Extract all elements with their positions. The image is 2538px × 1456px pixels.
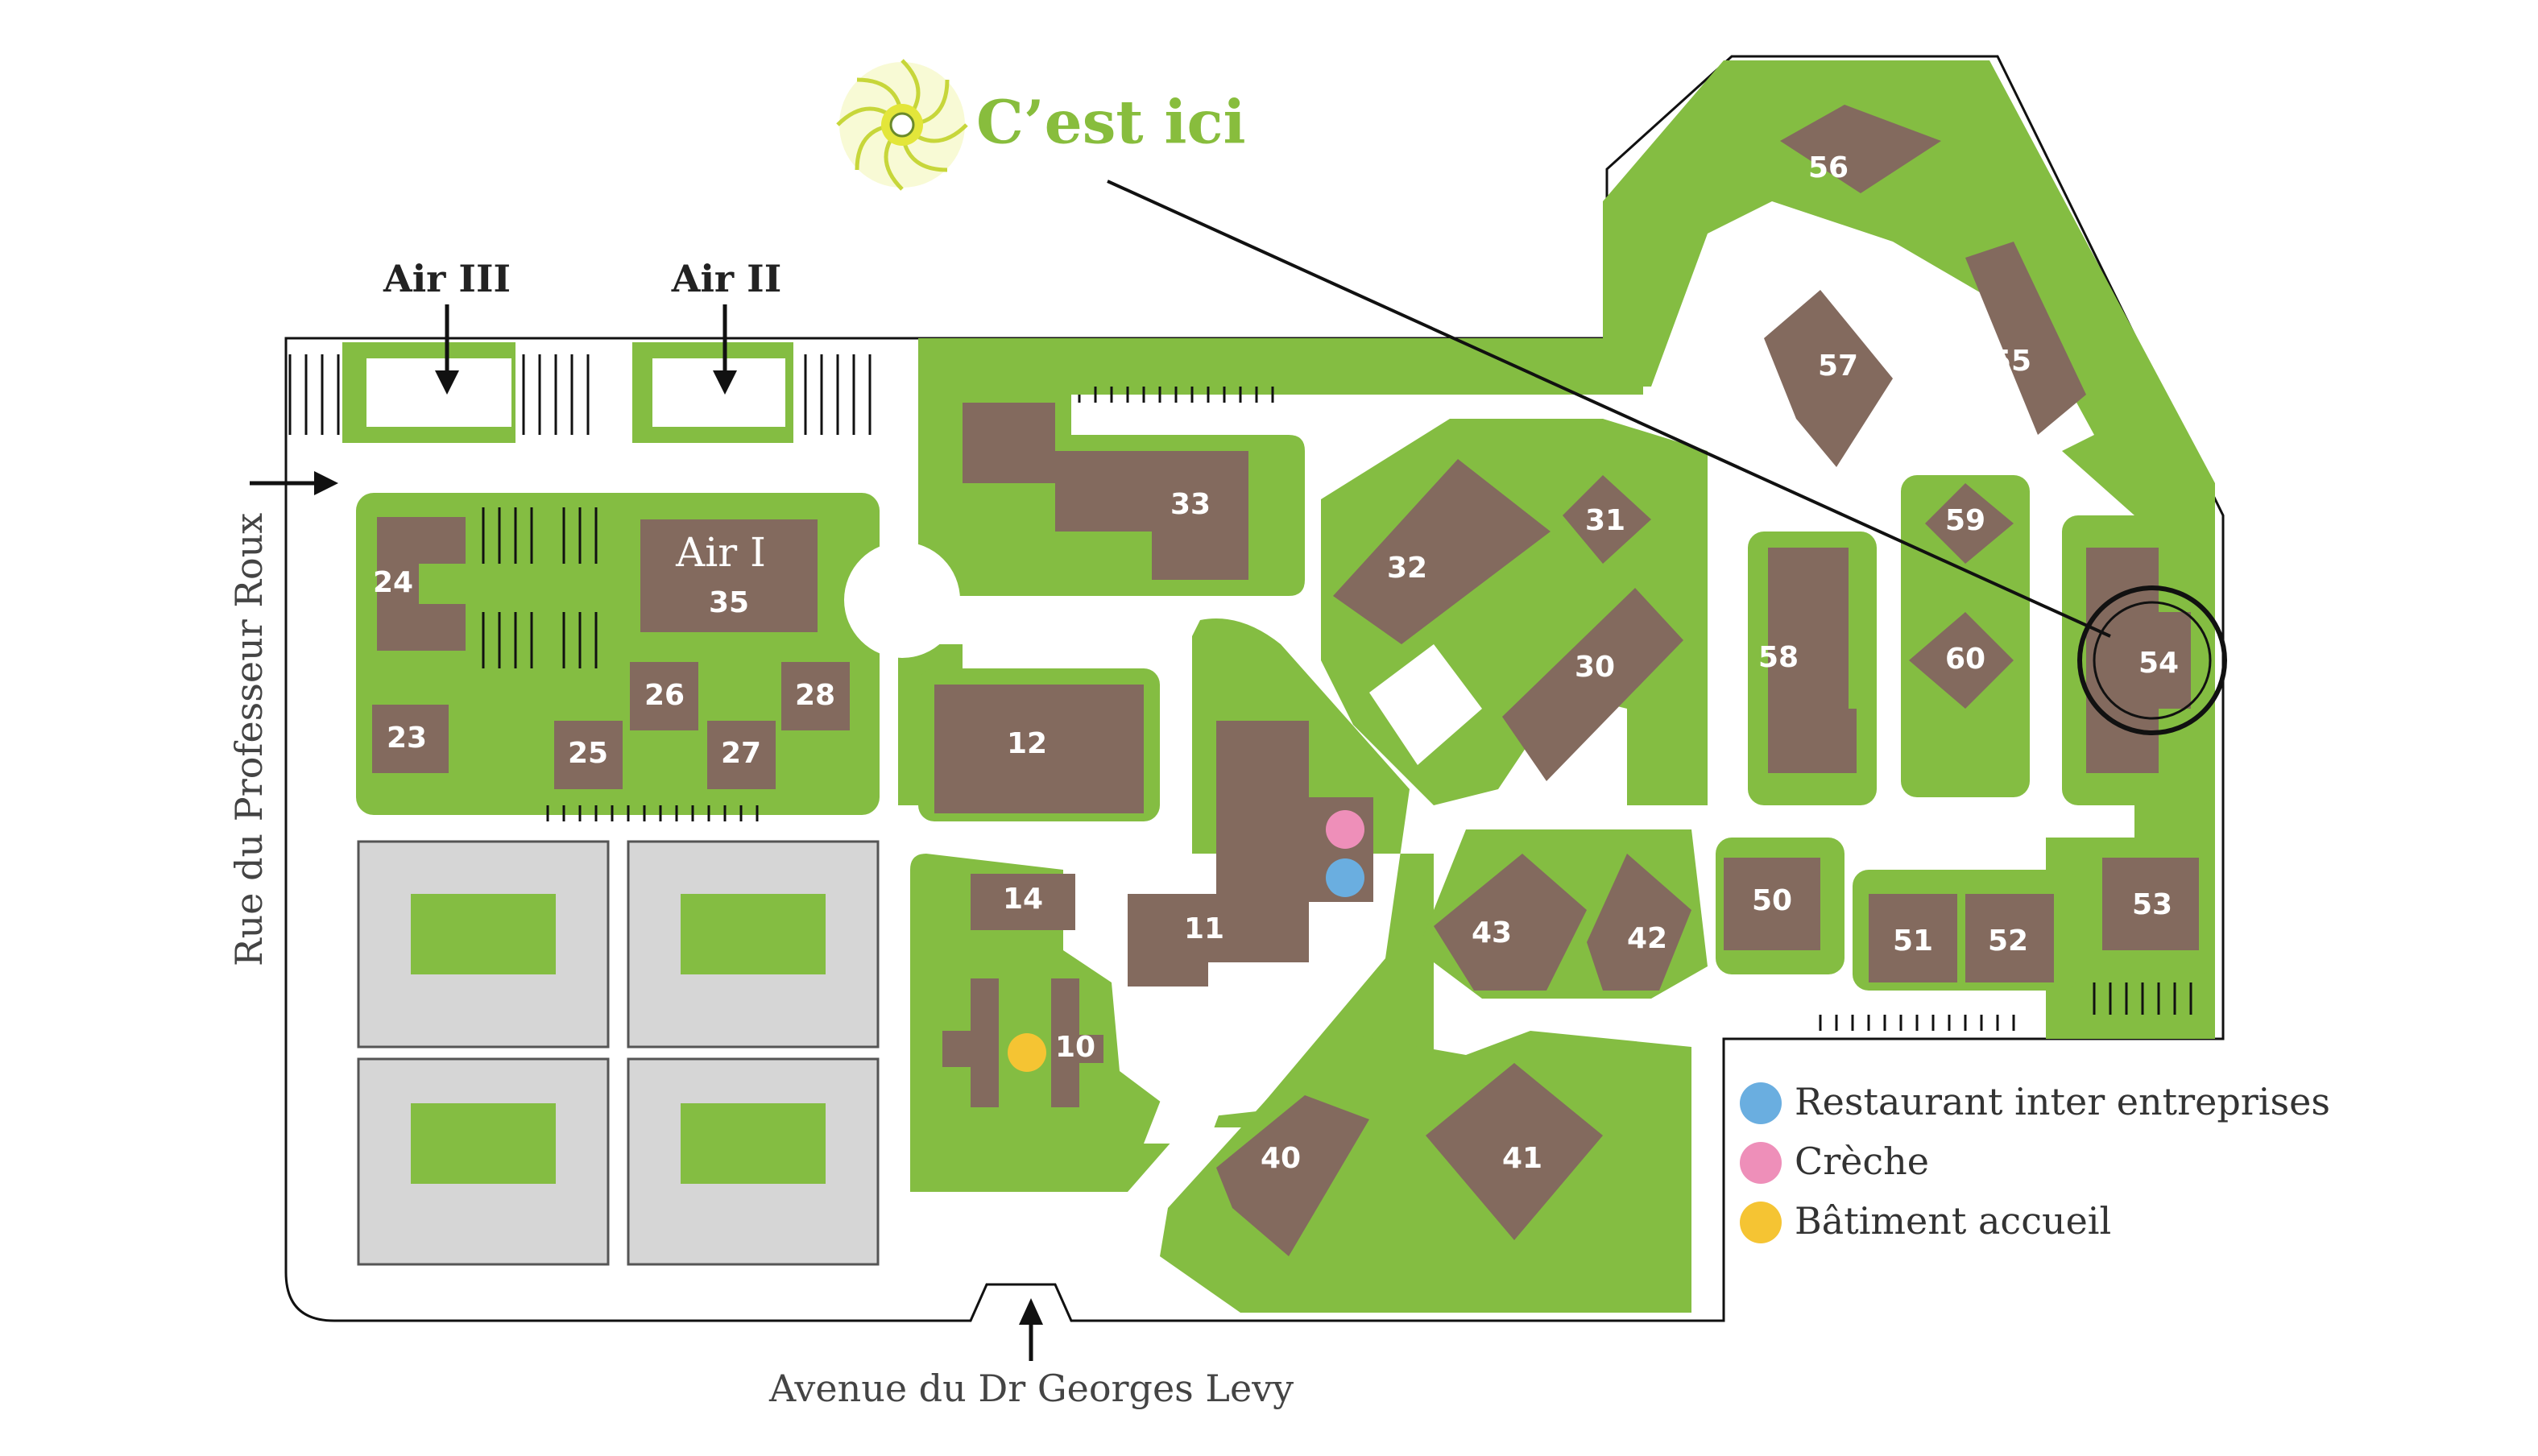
building-60 [1909, 612, 2014, 709]
label-12: 12 [1007, 727, 1047, 760]
building-24 [377, 517, 466, 651]
label-43: 43 [1472, 916, 1512, 949]
label-57: 57 [1818, 350, 1858, 383]
entrance-arrows [250, 471, 1043, 1361]
perimeter-road [284, 55, 2225, 1322]
label-42: 42 [1627, 922, 1667, 955]
air-buildings [366, 358, 785, 427]
building-31 [1563, 475, 1651, 564]
label-59: 59 [1945, 504, 1985, 537]
building-33 [963, 403, 1248, 580]
creche-marker [1326, 810, 1364, 849]
label-52: 52 [1988, 924, 2028, 958]
service-markers [1008, 810, 1364, 1072]
label-11: 11 [1184, 912, 1224, 945]
sun-swirl-logo [836, 59, 968, 191]
building-51 [1869, 894, 1957, 982]
building-27 [707, 721, 776, 789]
label-30: 30 [1575, 651, 1615, 684]
label-24: 24 [373, 566, 413, 599]
legend-restaurant-swatch [1740, 1082, 1782, 1124]
building-30 [1502, 588, 1683, 781]
building-32 [1333, 459, 1551, 644]
buildings [372, 105, 2199, 1256]
label-55: 55 [1991, 345, 2031, 378]
building-57 [1764, 290, 1893, 467]
label-54: 54 [2138, 647, 2179, 680]
label-35: 35 [709, 586, 749, 619]
building-11 [1128, 721, 1373, 987]
legend-accueil-label: Bâtiment accueil [1795, 1199, 2111, 1243]
label-10: 10 [1055, 1031, 1095, 1064]
building-59 [1925, 483, 2014, 564]
building-52 [1965, 894, 2054, 982]
green-zone-north [918, 338, 1643, 483]
legend-restaurant-label: Restaurant inter entreprises [1795, 1080, 2330, 1123]
label-25: 25 [568, 737, 608, 770]
label-33: 33 [1170, 488, 1211, 521]
label-60: 60 [1945, 643, 1985, 676]
label-23: 23 [387, 722, 427, 755]
building-40 [1216, 1095, 1369, 1256]
building-10 [942, 978, 1103, 1107]
label-28: 28 [795, 679, 835, 712]
building-50 [1724, 858, 1820, 950]
building-25 [554, 721, 623, 789]
label-51: 51 [1893, 924, 1933, 958]
street-bottom-label: Avenue du Dr Georges Levy [768, 1367, 1294, 1410]
arrow-down-icon [435, 304, 737, 395]
building-labels: 24 23 25 26 27 28 Air I 35 33 12 14 11 1… [373, 151, 2179, 1175]
label-41: 41 [1502, 1142, 1542, 1175]
label-56: 56 [1808, 151, 1849, 184]
legend: Restaurant inter entreprises Crèche Bâti… [1740, 1080, 2330, 1243]
building-54 [2086, 548, 2191, 773]
air3-label: Air III [383, 257, 511, 300]
building-14 [971, 874, 1075, 930]
legend-accueil-swatch [1740, 1202, 1782, 1243]
legend-creche-label: Crèche [1795, 1140, 1929, 1183]
building-56 [1780, 105, 1941, 193]
label-air1: Air I [675, 529, 766, 576]
arrow-right-icon [314, 471, 338, 495]
green-zone-north-east [1603, 60, 2215, 1039]
air2-label: Air II [671, 257, 781, 300]
restaurant-marker [1326, 858, 1364, 897]
page-title: C’est ici [976, 89, 1246, 158]
label-40: 40 [1261, 1142, 1301, 1175]
building-23 [372, 705, 449, 773]
label-32: 32 [1387, 552, 1427, 585]
building-58 [1768, 548, 1857, 773]
label-58: 58 [1758, 641, 1799, 674]
building-55 [1965, 242, 2086, 435]
building-53 [2102, 858, 2199, 950]
label-53: 53 [2132, 888, 2172, 921]
you-are-here-marker [1107, 180, 2227, 735]
accueil-marker [1008, 1033, 1046, 1072]
building-28 [781, 662, 850, 730]
air-annotations: Air III Air II [383, 257, 781, 395]
label-14: 14 [1003, 883, 1043, 916]
label-31: 31 [1585, 504, 1625, 537]
parking-lots [288, 354, 2192, 1031]
building-41 [1426, 1063, 1603, 1240]
roundabout [844, 542, 960, 658]
building-43 [1434, 854, 1587, 991]
legend-creche-swatch [1740, 1142, 1782, 1184]
label-26: 26 [644, 679, 685, 712]
street-left-label: Rue du Professeur Roux [227, 513, 271, 966]
building-42 [1587, 854, 1691, 991]
sports-courts [357, 840, 880, 1266]
building-air1 [640, 519, 818, 632]
label-50: 50 [1752, 884, 1792, 917]
label-27: 27 [721, 737, 761, 770]
building-12 [934, 685, 1144, 813]
building-26 [630, 662, 698, 730]
arrow-up-icon [1019, 1298, 1043, 1325]
